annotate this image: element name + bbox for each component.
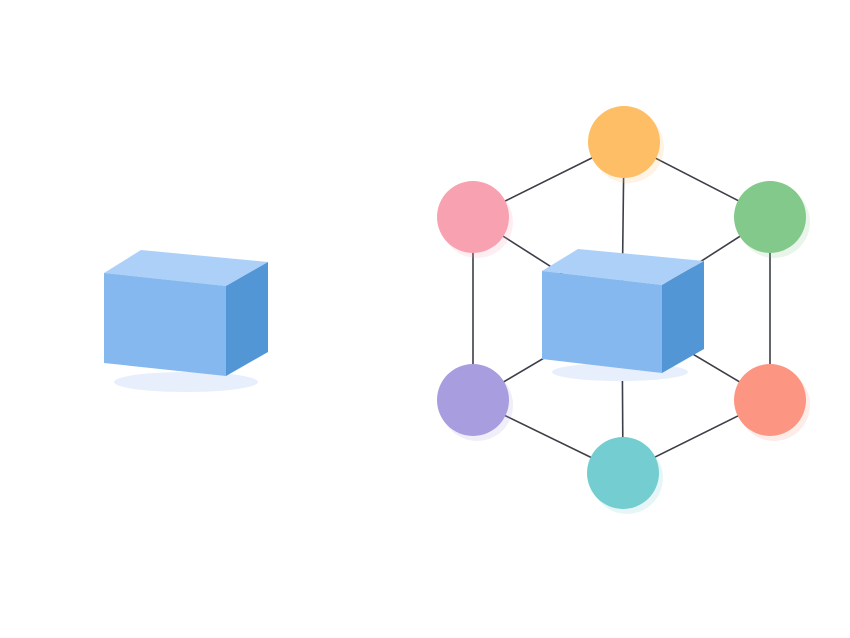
node-upper-left bbox=[437, 181, 513, 258]
node-upper-left-circle bbox=[437, 181, 509, 253]
node-top-circle bbox=[588, 106, 660, 178]
node-lower-left-circle bbox=[437, 364, 509, 436]
node-upper-right bbox=[734, 181, 810, 258]
standalone-cube-side-face bbox=[226, 262, 268, 376]
hub-cube-front-face bbox=[542, 271, 662, 373]
node-bottom-circle bbox=[587, 437, 659, 509]
node-lower-right-circle bbox=[734, 364, 806, 436]
node-lower-right bbox=[734, 364, 810, 441]
node-lower-left bbox=[437, 364, 513, 441]
hub-cube-top-face bbox=[542, 249, 704, 285]
standalone-cube bbox=[104, 250, 268, 392]
standalone-cube-shadow bbox=[114, 372, 258, 392]
node-group bbox=[437, 106, 810, 514]
standalone-cube-top-face bbox=[104, 250, 268, 286]
node-bottom bbox=[587, 437, 663, 514]
hub-cube-side-face bbox=[662, 261, 704, 373]
node-upper-right-circle bbox=[734, 181, 806, 253]
standalone-cube-front-face bbox=[104, 273, 226, 376]
node-top bbox=[588, 106, 664, 183]
hub-cube bbox=[542, 249, 704, 381]
